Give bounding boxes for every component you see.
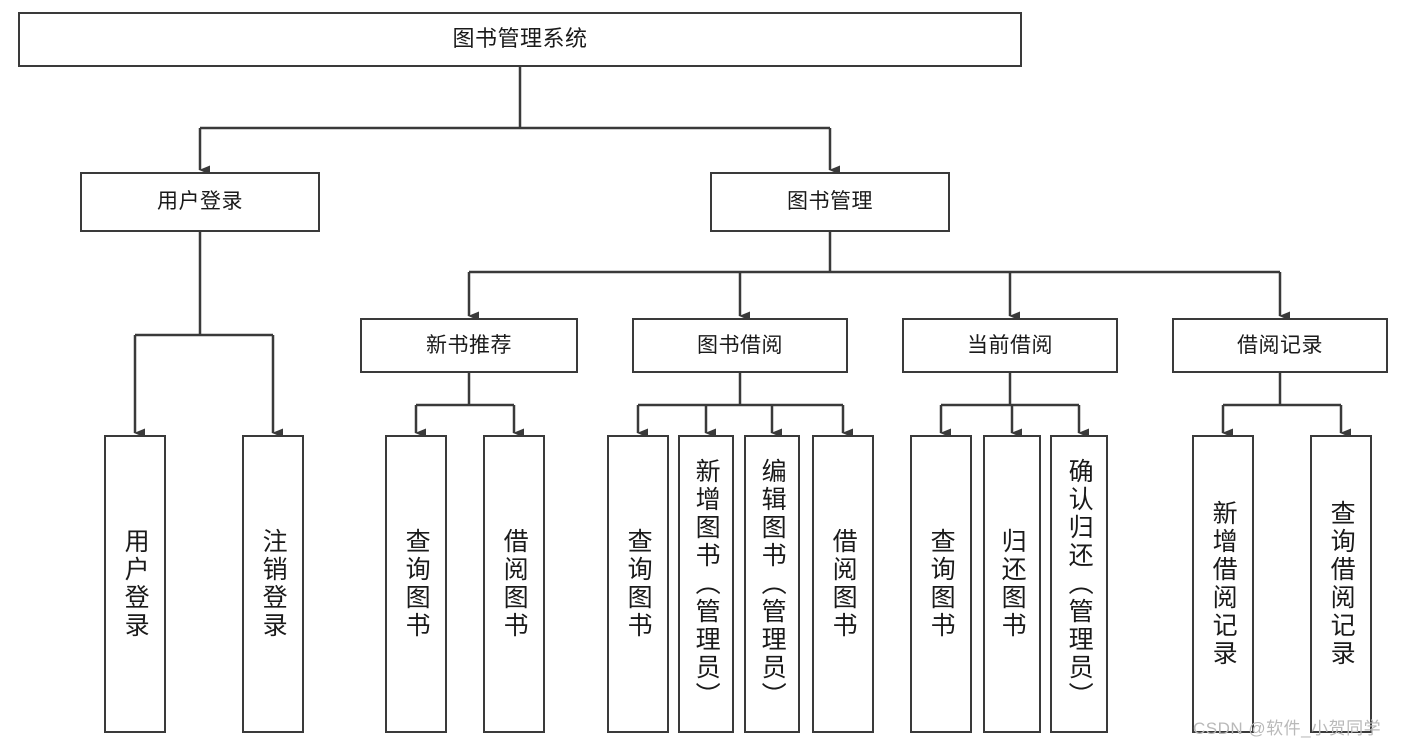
node-leaf-add-book[interactable]: 新增图书（管理员）: [678, 435, 734, 733]
node-leaf-add-borrow-record-label: 新增借阅记录: [1209, 500, 1238, 668]
node-leaf-query-book-recommend-label: 查询图书: [402, 528, 431, 640]
node-new-book-recommend-label: 新书推荐: [426, 333, 512, 357]
node-leaf-return-book[interactable]: 归还图书: [983, 435, 1041, 733]
node-leaf-add-borrow-record[interactable]: 新增借阅记录: [1192, 435, 1254, 733]
node-leaf-borrow-book-recommend-label: 借阅图书: [500, 528, 529, 640]
node-new-book-recommend[interactable]: 新书推荐: [360, 318, 578, 373]
node-user-login[interactable]: 用户登录: [80, 172, 320, 232]
node-leaf-query-borrow-record[interactable]: 查询借阅记录: [1310, 435, 1372, 733]
node-book-borrow-label: 图书借阅: [697, 333, 783, 357]
node-borrow-record-label: 借阅记录: [1237, 333, 1323, 357]
node-root-label: 图书管理系统: [452, 26, 588, 52]
node-leaf-query-book-borrow-label: 查询图书: [624, 528, 653, 640]
node-leaf-query-book-current[interactable]: 查询图书: [910, 435, 972, 733]
csdn-watermark: CSDN @软件_小贺同学: [1193, 719, 1382, 738]
node-leaf-edit-book[interactable]: 编辑图书（管理员）: [744, 435, 800, 733]
node-leaf-add-book-label: 新增图书（管理员）: [692, 458, 721, 710]
node-leaf-borrow-book[interactable]: 借阅图书: [812, 435, 874, 733]
node-leaf-user-login-label: 用户登录: [121, 528, 150, 640]
node-leaf-edit-book-label: 编辑图书（管理员）: [758, 458, 787, 710]
node-current-borrow-label: 当前借阅: [967, 333, 1053, 357]
node-leaf-user-login[interactable]: 用户登录: [104, 435, 166, 733]
node-current-borrow[interactable]: 当前借阅: [902, 318, 1118, 373]
node-leaf-confirm-return[interactable]: 确认归还（管理员）: [1050, 435, 1108, 733]
node-leaf-query-book-borrow[interactable]: 查询图书: [607, 435, 669, 733]
node-leaf-borrow-book-label: 借阅图书: [829, 528, 858, 640]
node-book-management-label: 图书管理: [787, 190, 873, 214]
node-root[interactable]: 图书管理系统: [18, 12, 1022, 67]
node-leaf-borrow-book-recommend[interactable]: 借阅图书: [483, 435, 545, 733]
node-leaf-user-logout[interactable]: 注销登录: [242, 435, 304, 733]
node-leaf-user-logout-label: 注销登录: [259, 528, 288, 640]
node-leaf-query-book-current-label: 查询图书: [927, 528, 956, 640]
node-user-login-label: 用户登录: [157, 190, 243, 214]
node-leaf-query-borrow-record-label: 查询借阅记录: [1327, 500, 1356, 668]
node-book-borrow[interactable]: 图书借阅: [632, 318, 848, 373]
node-leaf-confirm-return-label: 确认归还（管理员）: [1065, 458, 1094, 710]
node-book-management[interactable]: 图书管理: [710, 172, 950, 232]
node-borrow-record[interactable]: 借阅记录: [1172, 318, 1388, 373]
node-leaf-query-book-recommend[interactable]: 查询图书: [385, 435, 447, 733]
node-leaf-return-book-label: 归还图书: [998, 528, 1027, 640]
